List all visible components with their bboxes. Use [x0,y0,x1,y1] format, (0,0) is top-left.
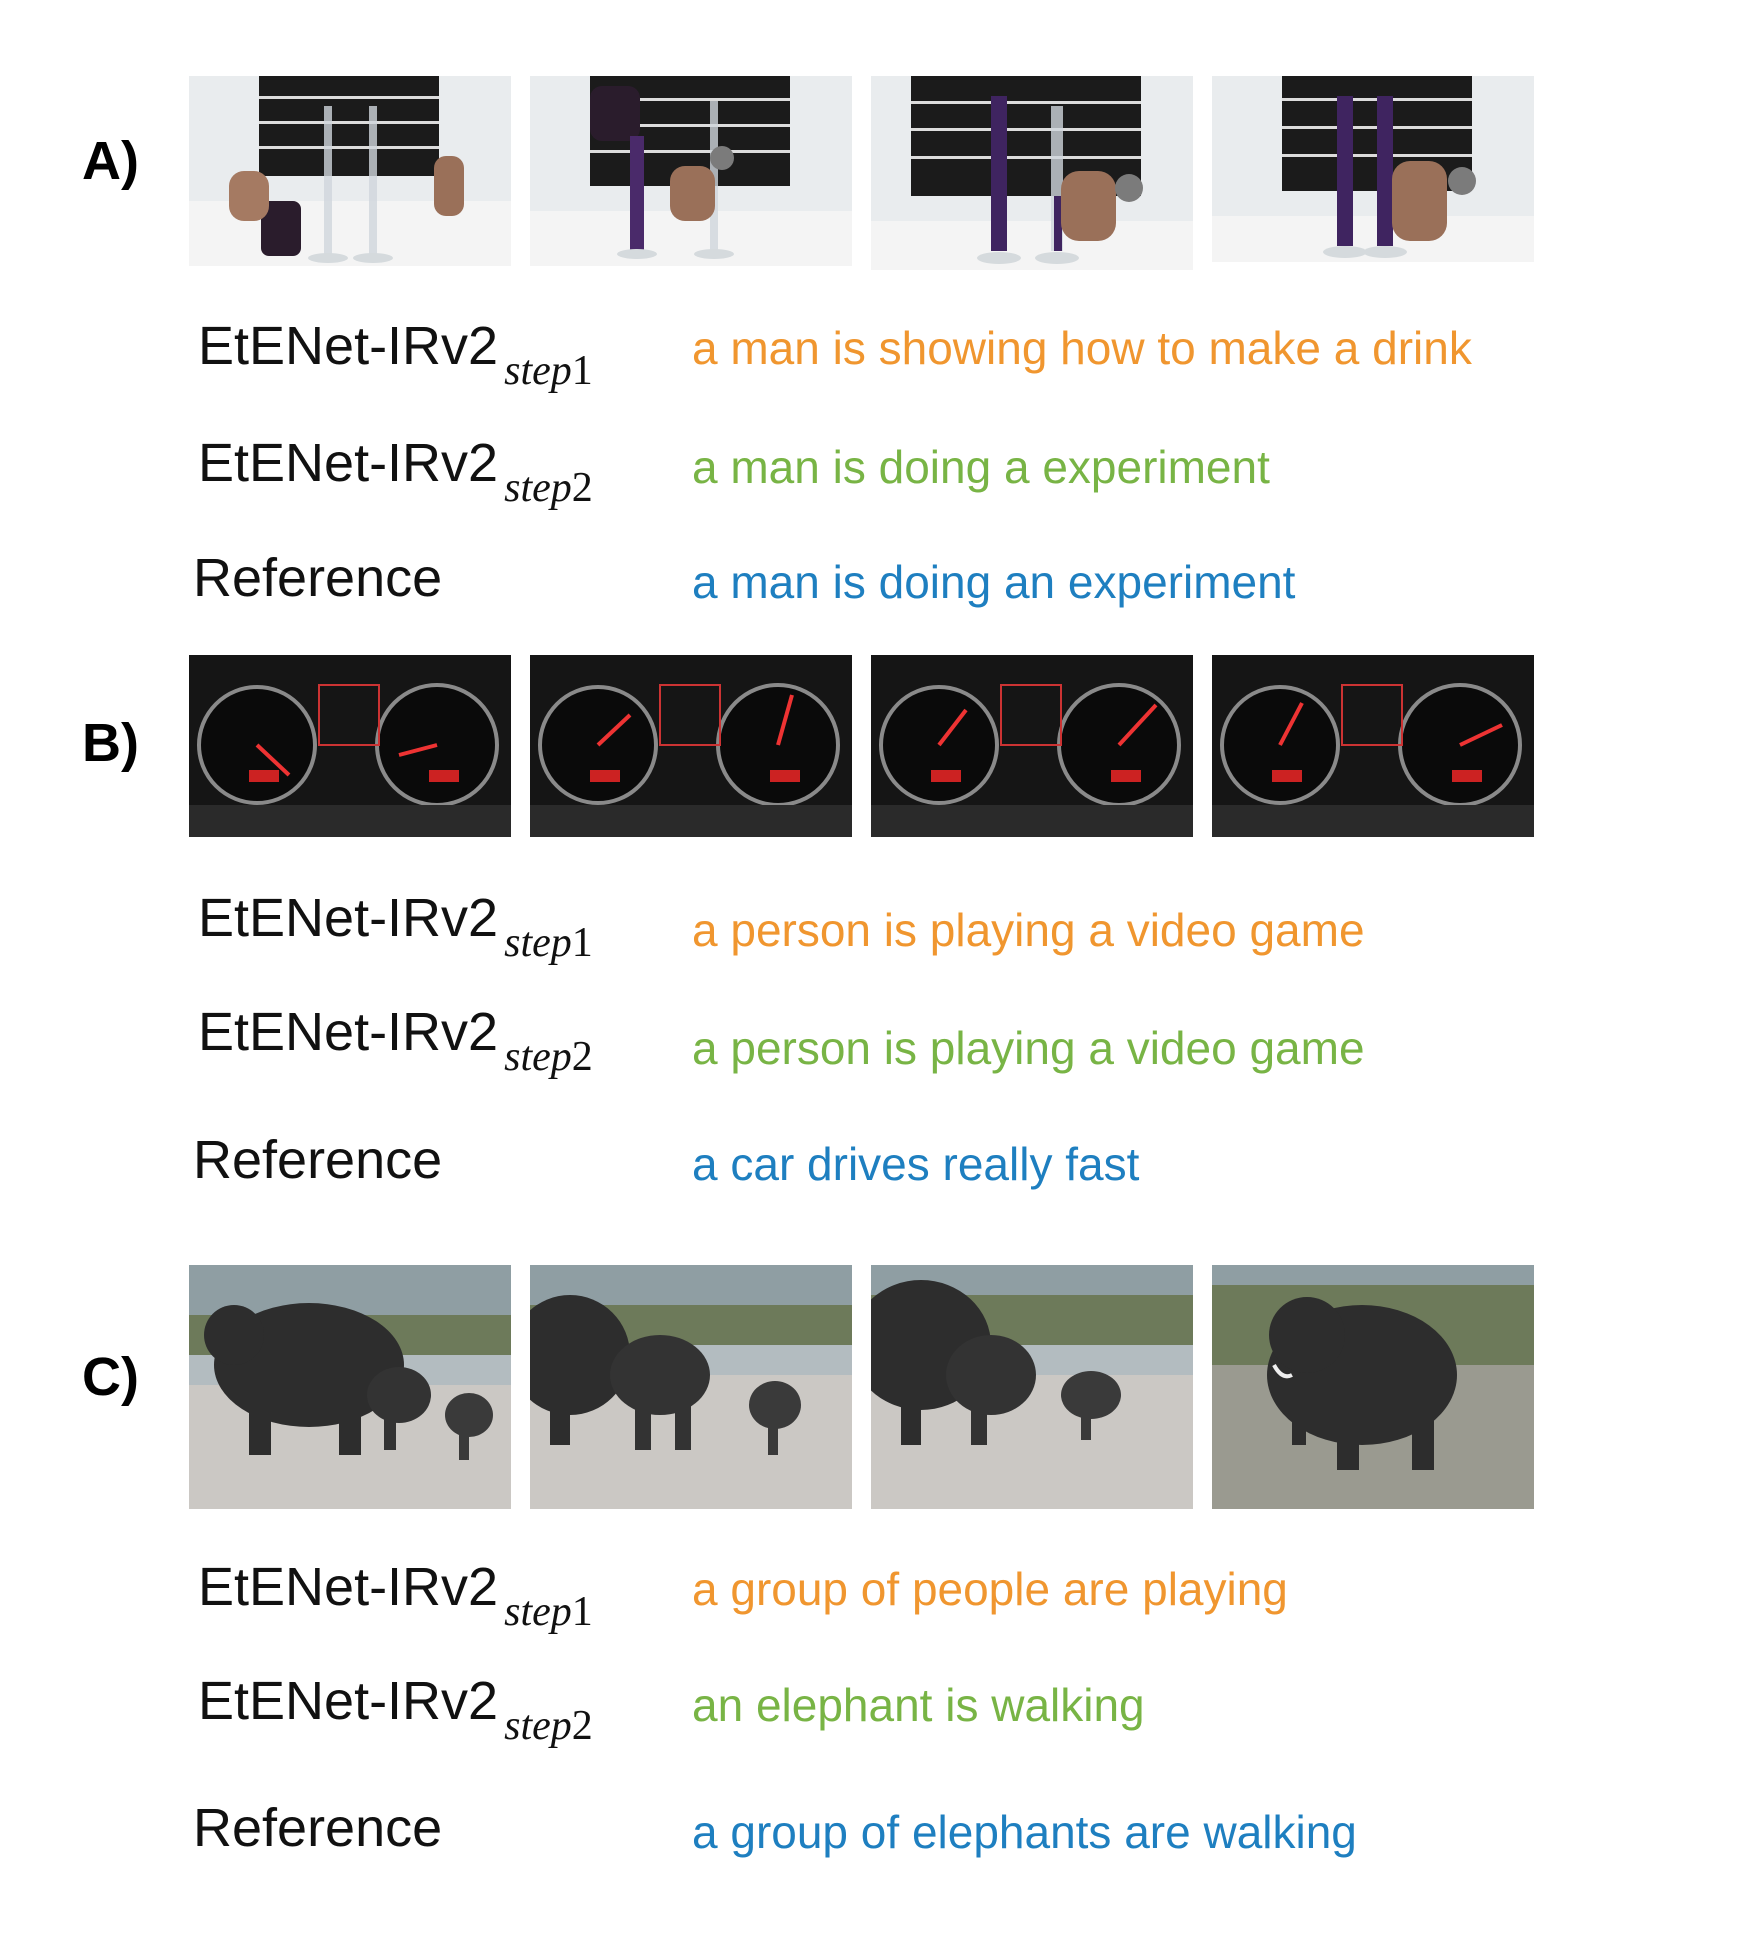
model-subscript: step2 [504,1703,593,1749]
panel-label: B) [82,713,139,773]
model-subscript: step1 [504,1589,593,1635]
caption-row-reference: Reference a car drives really fast [0,1129,1764,1219]
video-frame [530,1265,852,1509]
panel-label: C) [82,1347,139,1407]
video-frame [871,655,1193,837]
video-frame [189,76,511,266]
video-frame [871,1265,1193,1509]
generated-caption: a man is showing how to make a drink [692,322,1472,374]
caption-row-reference: Reference a group of elephants are walki… [0,1797,1764,1887]
video-frame [189,1265,511,1509]
model-subscript: step1 [504,348,593,394]
model-name: Reference [193,1798,443,1858]
caption-row-reference: Reference a man is doing an experiment [0,547,1764,637]
model-subscript: step2 [504,465,593,511]
model-name: Reference [193,548,443,608]
reference-caption: a man is doing an experiment [692,556,1296,608]
model-subscript: step2 [504,1034,593,1080]
reference-caption: a car drives really fast [692,1138,1140,1190]
model-name: Reference [193,1130,443,1190]
video-frame [530,76,852,266]
reference-caption: a group of elephants are walking [692,1806,1357,1858]
generated-caption: a man is doing a experiment [692,441,1270,493]
video-frame [1212,655,1534,837]
video-frame [871,76,1193,270]
generated-caption: an elephant is walking [692,1679,1145,1731]
generated-caption: a person is playing a video game [692,1022,1365,1074]
video-frame [1212,76,1534,262]
panel-label: A) [82,131,139,191]
video-frame [1212,1265,1534,1509]
generated-caption: a person is playing a video game [692,904,1365,956]
video-frame [189,655,511,837]
generated-caption: a group of people are playing [692,1563,1288,1615]
model-subscript: step1 [504,920,593,966]
video-frame [530,655,852,837]
